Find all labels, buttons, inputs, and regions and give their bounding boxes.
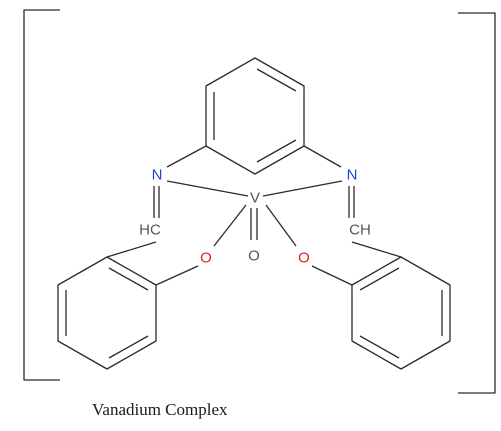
bond-oleft-ring (155, 265, 199, 286)
top-ring-double-bond-1 (256, 68, 297, 92)
bond-nleft-v (166, 180, 249, 197)
diagram-caption: Vanadium Complex (92, 400, 228, 419)
left-ring-double-bond-2 (108, 335, 149, 359)
atom-label-ch-right: CH (349, 222, 371, 239)
bond-v-oright (265, 204, 297, 247)
bond-cright-ring (351, 241, 402, 258)
atom-label-vanadium: V (250, 190, 260, 207)
right-bracket (458, 12, 496, 394)
top-benzene-ring (205, 57, 305, 175)
bond-v-oleft (213, 204, 247, 247)
bond-nright-v (262, 180, 343, 197)
right-ring-double-bond-1 (359, 267, 400, 291)
atom-label-n-right: N (347, 167, 358, 184)
left-benzene-ring (57, 256, 157, 370)
left-bracket (23, 9, 60, 381)
bond-ring-nleft (166, 145, 207, 168)
atom-label-oxo-oxygen: O (248, 248, 260, 265)
top-ring-double-bond-2 (256, 139, 297, 163)
left-ring-double-bond-1 (108, 267, 149, 291)
atom-label-o-right: O (298, 250, 310, 267)
atom-label-n-left: N (152, 167, 163, 184)
right-benzene-ring (351, 256, 451, 370)
atom-label-o-left: O (200, 250, 212, 267)
bond-oright-ring (311, 265, 353, 286)
atom-label-hc-left: HC (139, 222, 161, 239)
bond-cleft-ring (106, 241, 157, 258)
right-ring-double-bond-2 (359, 335, 400, 359)
bond-ring-nright (303, 145, 342, 168)
